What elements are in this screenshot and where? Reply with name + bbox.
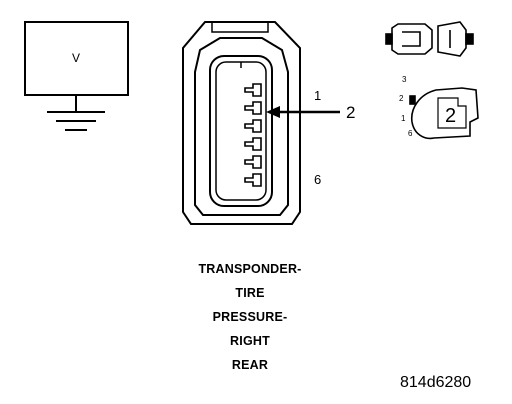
terminal-pin (244, 173, 262, 187)
caption-line: REAR (231, 358, 269, 372)
callout-arrowhead (266, 106, 280, 118)
connector-outer-shell (182, 21, 301, 225)
caption-line: RIGHT (230, 334, 270, 348)
caption-line: PRESSURE- (212, 310, 288, 324)
end-view-cavity (437, 97, 467, 129)
end-pin-label-6: 6 (408, 129, 413, 138)
connector-latch-notch (211, 22, 269, 33)
terminal-pin (244, 155, 262, 169)
end-pin-label-2: 2 (399, 94, 404, 103)
terminal-pin (244, 83, 262, 97)
end-view-outline (411, 87, 479, 140)
end-pin-label-3: 3 (402, 75, 407, 84)
terminal-pin (244, 137, 262, 151)
terminal-pins (244, 83, 262, 187)
profile-body-left (391, 23, 433, 55)
profile-body-right (437, 21, 467, 57)
connector-inner-shell (194, 37, 289, 216)
terminal-pin (244, 119, 262, 133)
terminal-pin (244, 101, 262, 115)
connector-side-profile (385, 21, 474, 57)
pin-6-label: 6 (314, 172, 321, 187)
caption-line: TIRE (235, 286, 265, 300)
connector-cavity-inner (215, 61, 267, 201)
profile-right-tab (465, 33, 474, 45)
end-view-label: 2 (445, 105, 456, 127)
profile-body-left-detail (402, 31, 421, 47)
ground-symbol: V (24, 21, 129, 131)
connector-end-view: 2 (409, 87, 479, 140)
callout-label: 2 (346, 103, 355, 122)
figure-reference: 814d6280 (400, 374, 472, 391)
connector-cavity-body (209, 55, 273, 207)
connector-face: 1 6 2 (182, 21, 355, 225)
end-view-marker (409, 95, 416, 105)
caption-line: TRANSPONDER- (198, 262, 302, 276)
end-pin-label-1: 1 (401, 114, 406, 123)
profile-left-tab (385, 33, 393, 45)
end-view-pin-labels: 3 2 1 6 (399, 75, 413, 138)
voltage-label: V (72, 51, 80, 65)
pin-1-label: 1 (314, 88, 321, 103)
